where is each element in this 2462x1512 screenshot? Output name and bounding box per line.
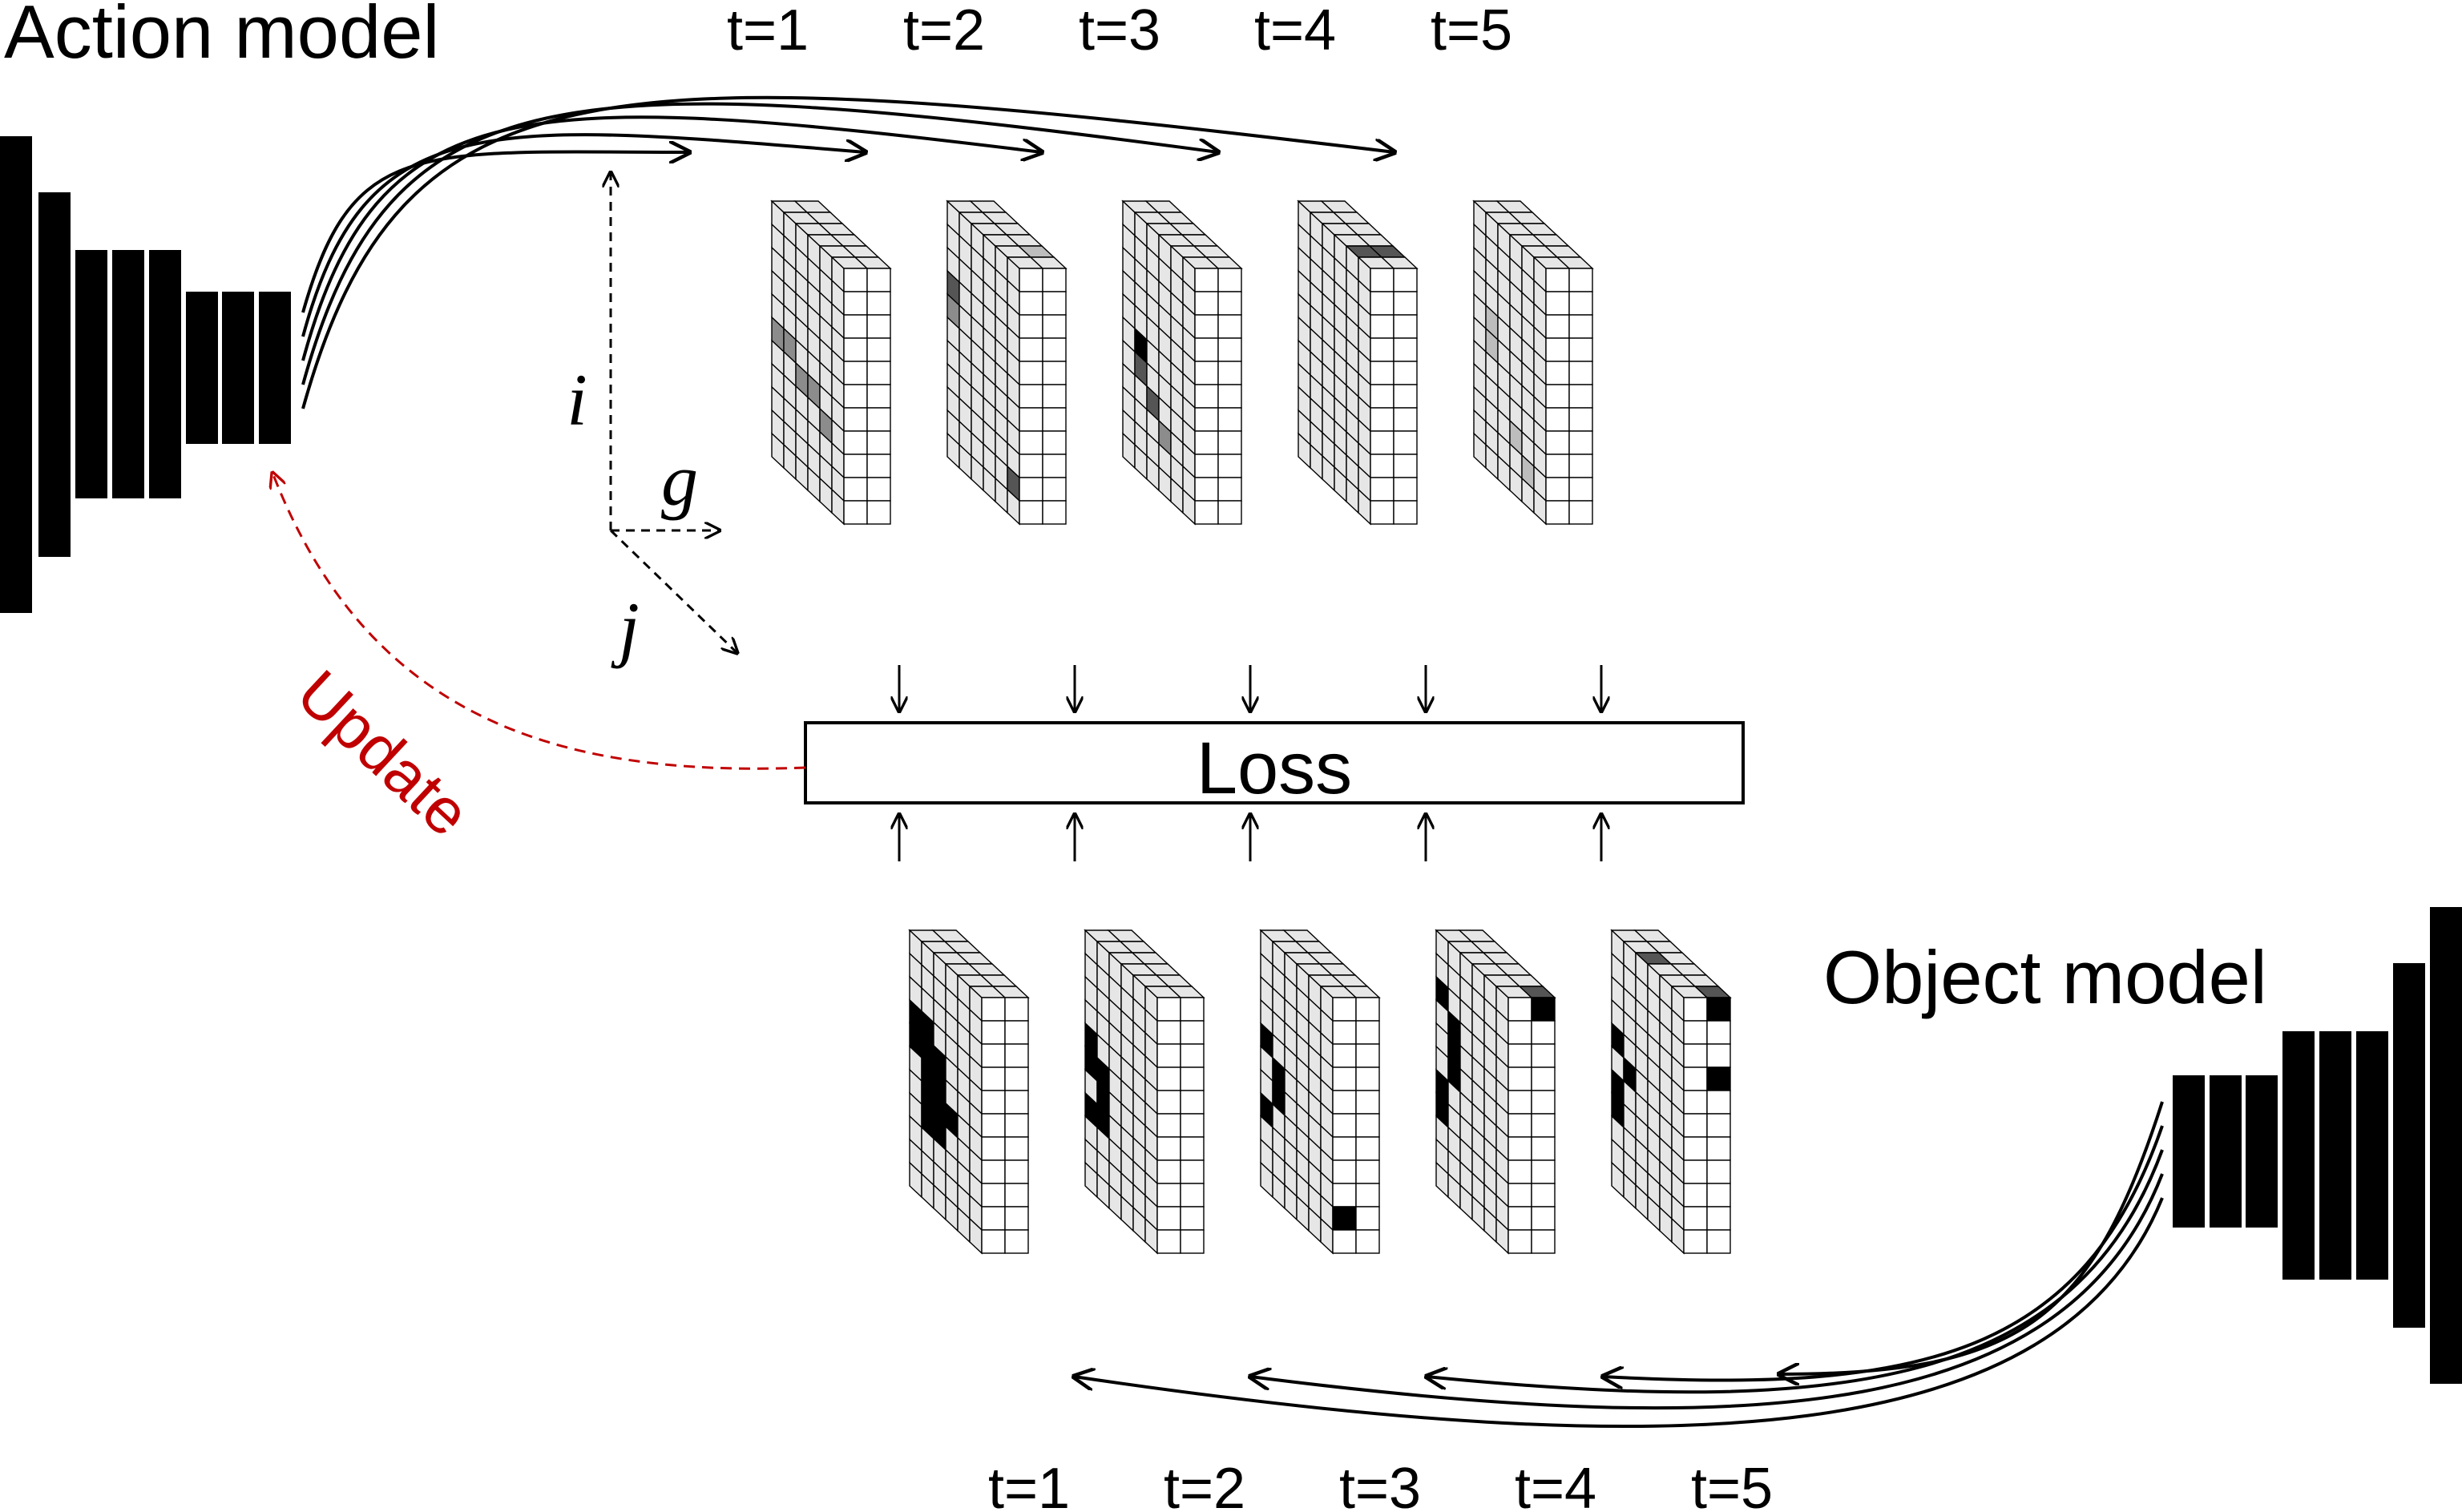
top-time-label: t=4 xyxy=(1254,0,1336,62)
bottom-time-label: t=5 xyxy=(1691,1457,1773,1512)
action-output-stack-t3 xyxy=(1121,200,1243,526)
object-output-stack-t1 xyxy=(908,929,1030,1255)
bottom-time-label: t=3 xyxy=(1339,1457,1421,1512)
object-output-stack-t2 xyxy=(1084,929,1205,1255)
bottom-time-label: t=4 xyxy=(1515,1457,1596,1512)
object-output-stack-t4 xyxy=(1435,929,1556,1255)
axis-i-label: i xyxy=(567,359,587,441)
axis-indicator xyxy=(611,172,737,653)
top-time-labels: t=1 t=2 t=3 t=4 t=5 xyxy=(727,0,1512,62)
object-model-network xyxy=(2173,907,2462,1384)
loss-arrows xyxy=(899,665,1601,861)
object-output-stacks xyxy=(908,929,1732,1255)
object-model-arrows xyxy=(1074,1101,2164,1429)
action-output-stacks xyxy=(770,200,1594,526)
action-output-stack-t5 xyxy=(1472,200,1594,526)
bottom-time-label: t=1 xyxy=(988,1457,1070,1512)
object-model-label: Object model xyxy=(1823,935,2267,1019)
loss-box xyxy=(804,721,1745,804)
bottom-time-labels: t=1 t=2 t=3 t=4 t=5 xyxy=(988,1457,1773,1512)
update-arrow xyxy=(272,473,806,770)
top-time-label: t=5 xyxy=(1431,0,1512,62)
object-output-stack-t5 xyxy=(1610,929,1732,1255)
top-time-label: t=2 xyxy=(903,0,985,62)
update-label: Update xyxy=(284,656,483,849)
top-time-label: t=3 xyxy=(1079,0,1160,62)
bottom-time-label: t=2 xyxy=(1164,1457,1245,1512)
loss-label: Loss xyxy=(1197,728,1352,809)
action-output-stack-t2 xyxy=(946,200,1068,526)
action-model-network xyxy=(0,136,291,613)
action-output-stack-t1 xyxy=(770,200,892,526)
object-output-stack-t3 xyxy=(1259,929,1381,1255)
axis-j-label: j xyxy=(611,587,640,669)
axis-g-label: g xyxy=(661,439,698,521)
action-model-arrows xyxy=(301,95,1394,409)
action-model-label: Action model xyxy=(4,0,439,74)
top-time-label: t=1 xyxy=(727,0,809,62)
action-output-stack-t4 xyxy=(1297,200,1419,526)
